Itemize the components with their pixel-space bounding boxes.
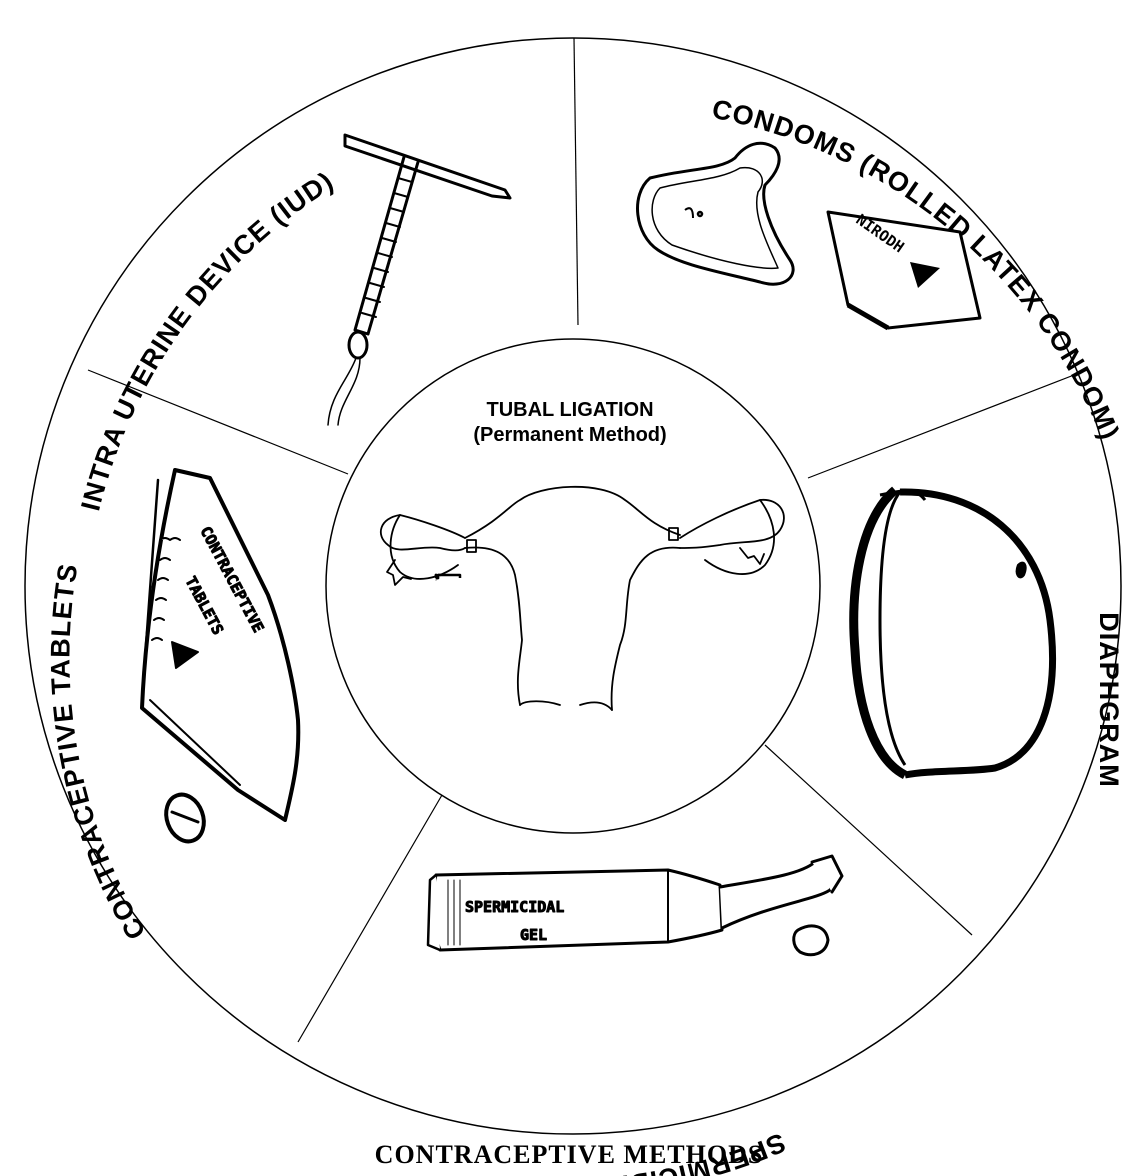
center-title-line1: TUBAL LIGATION (420, 398, 720, 423)
gel-tube-bottom (436, 575, 440, 580)
spermicidal-gel-tube-drawing: SPERMICIDAL GEL (428, 856, 842, 955)
figure-caption: CONTRACEPTIVE METHODS (0, 1140, 1138, 1170)
gel-tube-text-line1: SPERMICIDAL (465, 898, 564, 916)
tablet-packet-icon: CONTRACEPTIVE TABLETS (142, 470, 298, 820)
center-title-line2: (Permanent Method) (420, 423, 720, 448)
tablet-icon (160, 789, 210, 846)
center-title: TUBAL LIGATION (Permanent Method) (420, 398, 720, 448)
gel-tube-text-line2: GEL (520, 926, 547, 944)
